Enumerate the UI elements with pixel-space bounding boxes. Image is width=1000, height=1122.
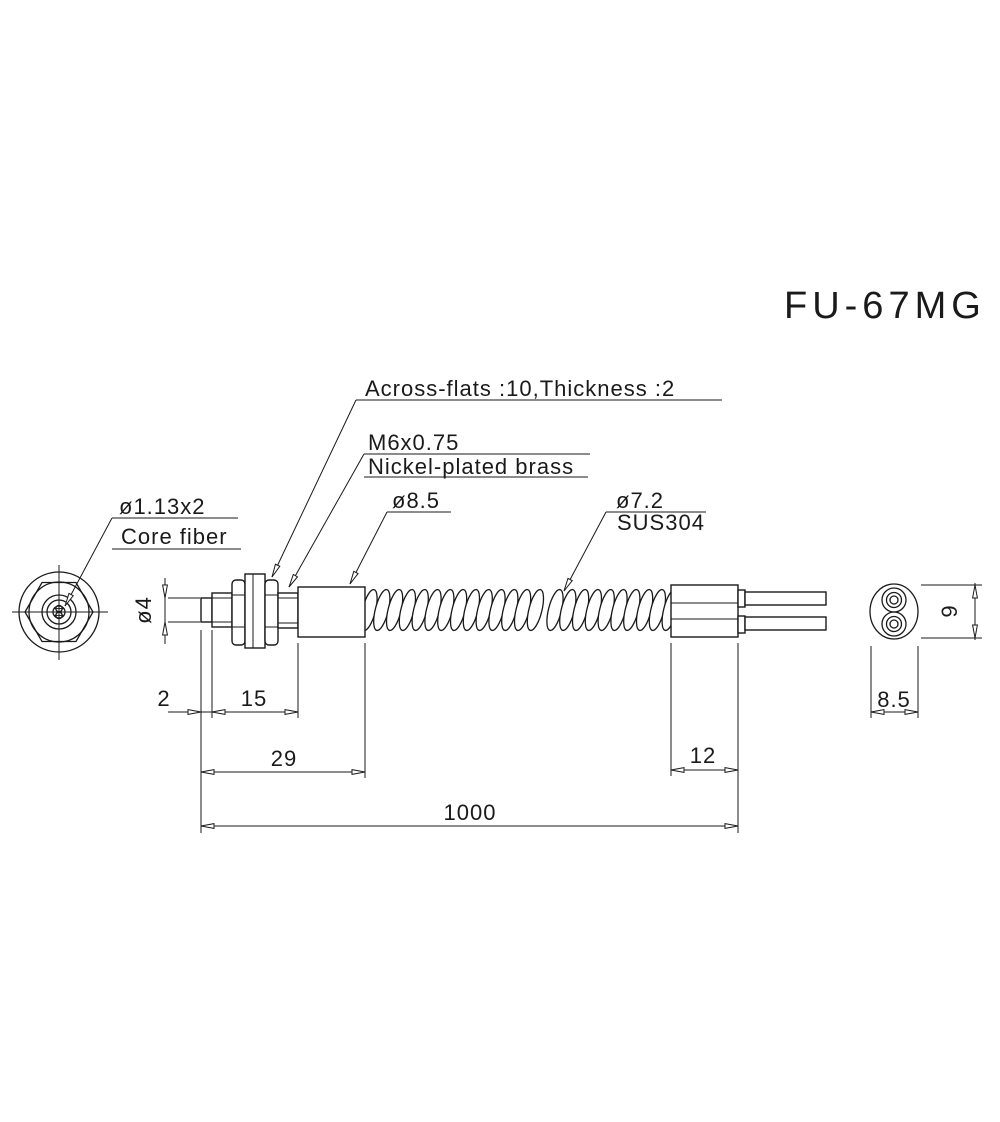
hex-nut-b — [264, 579, 279, 646]
dim-text-overall-length: 1000 — [444, 800, 497, 825]
fitting-material-label: Nickel-plated brass — [368, 454, 574, 479]
cable-top — [744, 591, 827, 606]
left-end-view — [12, 565, 108, 660]
tube-material-label: SUS304 — [617, 510, 705, 535]
across-flats-leader — [271, 399, 357, 578]
cable-stub-bottom — [737, 615, 746, 634]
arrowhead — [971, 624, 979, 639]
across-flats-label: Across-flats :10,Thickness :2 — [365, 376, 675, 401]
cylinder-body — [297, 586, 366, 638]
end-body-outline — [869, 583, 919, 640]
eyelet-top-middle — [885, 591, 903, 609]
side-view — [200, 573, 827, 649]
dim-text-sleeve-length: 12 — [690, 743, 716, 768]
arrowhead — [349, 570, 359, 585]
arrowhead — [64, 592, 75, 607]
dim-text-tip-length: 2 — [157, 686, 170, 711]
core-leader — [64, 517, 113, 607]
arrowhead — [187, 708, 202, 716]
sleeve-diameter-label: ø8.5 — [392, 488, 440, 513]
flange-outline-circle — [18, 571, 100, 653]
arrowhead — [971, 584, 979, 599]
core-spec-label: ø1.13x2 — [119, 494, 206, 519]
arrowhead — [200, 768, 215, 776]
arrowhead — [904, 708, 919, 716]
tube-leader — [563, 511, 607, 592]
arrowhead — [351, 768, 366, 776]
callouts: Across-flats :10,Thickness :2 M6x0.75 Ni… — [64, 376, 722, 607]
arrowhead — [563, 577, 573, 592]
right-end-view — [869, 583, 919, 640]
arrowhead — [161, 584, 169, 599]
dim-text-tip-diameter: ø4 — [131, 596, 156, 624]
tube-diameter-label: ø7.2 — [616, 488, 664, 513]
arrowhead — [724, 766, 739, 774]
eyelet-bottom-inner — [889, 619, 899, 629]
arrowhead — [211, 708, 226, 716]
cable-stub-top — [737, 589, 746, 608]
dim-text-thread-length: 15 — [241, 686, 267, 711]
eyelet-bottom-outer — [881, 611, 907, 637]
hex-nut-outline — [24, 581, 94, 643]
coil-loop — [526, 588, 545, 632]
core-name-label: Core fiber — [121, 524, 228, 549]
end-sleeve — [670, 584, 739, 638]
eyelet-top-outer — [881, 587, 907, 613]
dim-text-end-height: 9 — [937, 604, 962, 617]
eyelet-bottom-middle — [885, 615, 903, 633]
arrowheads — [64, 563, 979, 830]
arrowhead — [724, 822, 739, 830]
fiber-tip — [200, 597, 213, 623]
arrowhead — [200, 822, 215, 830]
dim-text-end-width: 8.5 — [877, 687, 911, 712]
flexible-tube-segment-1 — [360, 588, 545, 632]
flexible-tube-segment-2 — [546, 588, 679, 632]
tip-circle — [46, 599, 72, 625]
eyelet-top-inner — [889, 595, 899, 605]
drawing-title: FU-67MG — [784, 285, 986, 327]
arrowhead — [161, 621, 169, 636]
thread-spec-label: M6x0.75 — [368, 430, 459, 455]
flange — [244, 573, 266, 649]
nut-face-circle — [28, 581, 90, 643]
thread-leader — [288, 453, 365, 588]
arrowhead — [271, 563, 281, 578]
arrowhead — [288, 573, 299, 588]
arrowhead — [284, 708, 299, 716]
hex-nut-a — [231, 579, 246, 646]
arrowhead — [870, 708, 885, 716]
cable-bottom — [744, 616, 827, 631]
arrowhead — [670, 766, 685, 774]
dimensions: ø4 2 15 29 12 1000 9 8.5 — [64, 563, 982, 833]
thread-circle — [41, 594, 77, 630]
dim-text-head-length: 29 — [271, 746, 297, 771]
